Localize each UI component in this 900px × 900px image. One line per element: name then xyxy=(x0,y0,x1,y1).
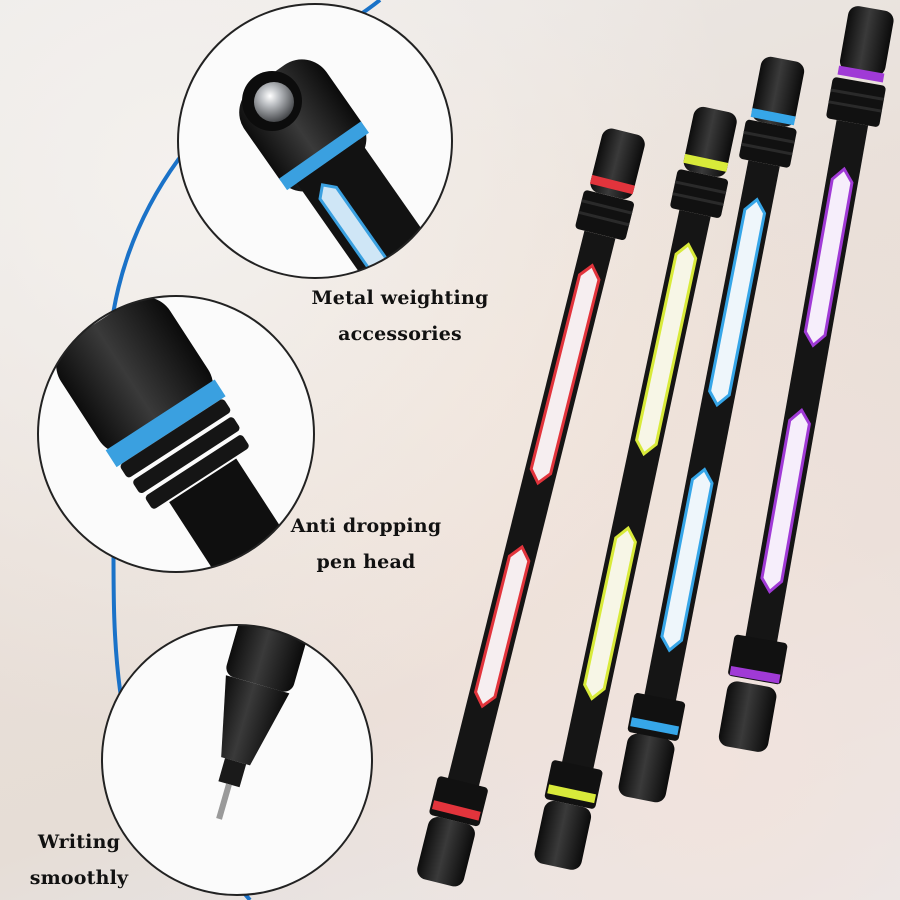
label-anti-line2: pen head xyxy=(316,551,416,573)
pen-yellow xyxy=(534,106,737,870)
label-write-line2: smoothly xyxy=(29,867,129,889)
label-write-line1: Writing xyxy=(37,831,121,853)
pen-purple xyxy=(718,6,894,752)
label-anti-dropping: Anti dropping pen head xyxy=(276,508,456,580)
detail-pen-head xyxy=(37,295,315,573)
detail-writing-tip xyxy=(101,624,373,896)
label-metal-line1: Metal weighting xyxy=(311,287,489,309)
pen-red xyxy=(417,128,645,887)
label-metal-line2: accessories xyxy=(338,323,462,345)
label-writing-smoothly: Writing smoothly xyxy=(14,824,144,896)
detail-metal-weight xyxy=(177,3,453,279)
pen-blue xyxy=(618,56,805,803)
label-anti-line1: Anti dropping xyxy=(290,515,442,537)
label-metal-weighting: Metal weighting accessories xyxy=(300,280,500,352)
